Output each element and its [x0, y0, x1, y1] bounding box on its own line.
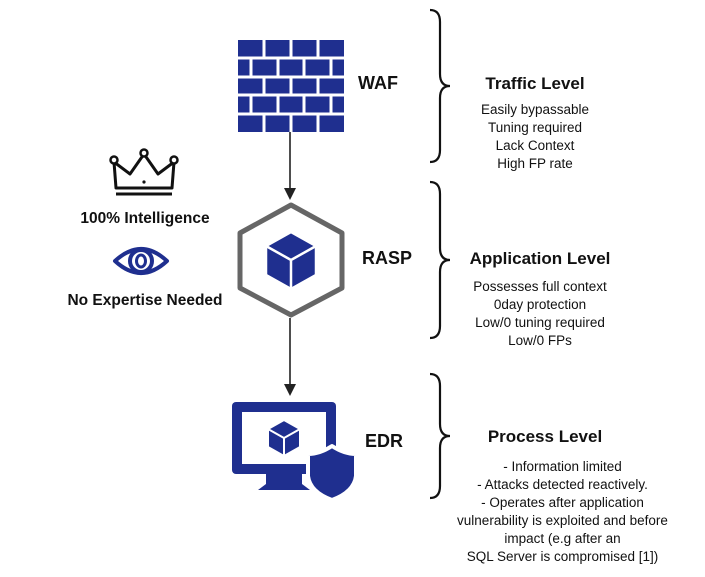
list-item: impact (e.g after an — [504, 531, 621, 546]
waf-label: WAF — [358, 73, 398, 93]
monitor-shield-icon — [232, 402, 358, 502]
brace-waf — [429, 8, 451, 164]
waf-level-title: Traffic Level — [485, 74, 585, 93]
expertise-label: No Expertise Needed — [67, 292, 223, 309]
rasp-label: RASP — [362, 248, 413, 268]
list-item: Low/0 tuning required — [475, 315, 605, 330]
brick-wall-icon — [238, 40, 344, 132]
arrow-waf-to-rasp — [284, 132, 296, 200]
edr-label: EDR — [365, 431, 404, 451]
cube-hexagon-icon — [237, 202, 345, 318]
rasp-points-list: Possesses full context 0day protection L… — [440, 278, 640, 350]
list-item: vulnerability is exploited and before — [457, 513, 668, 528]
waf-points-list: Easily bypassable Tuning required Lack C… — [440, 101, 630, 173]
list-item: - Information limited — [503, 459, 622, 474]
list-item: Low/0 FPs — [508, 333, 572, 348]
intelligence-label: 100% Intelligence — [80, 210, 210, 227]
edr-level-title: Process Level — [487, 427, 603, 446]
crown-icon — [109, 148, 179, 196]
edr-points-list: - Information limited - Attacks detected… — [425, 458, 700, 566]
list-item: - Operates after application — [481, 495, 644, 510]
list-item: High FP rate — [497, 156, 573, 171]
list-item: Tuning required — [487, 120, 583, 135]
list-item: 0day protection — [493, 297, 587, 312]
list-item: Easily bypassable — [480, 102, 590, 117]
list-item: SQL Server is compromised [1]) — [466, 549, 659, 564]
arrow-rasp-to-edr — [284, 318, 296, 396]
eye-icon — [113, 247, 169, 275]
list-item: Possesses full context — [473, 279, 607, 294]
rasp-level-title: Application Level — [469, 249, 611, 268]
list-item: - Attacks detected reactively. — [477, 477, 648, 492]
brace-rasp — [429, 180, 451, 340]
brace-edr — [429, 372, 451, 500]
list-item: Lack Context — [495, 138, 575, 153]
